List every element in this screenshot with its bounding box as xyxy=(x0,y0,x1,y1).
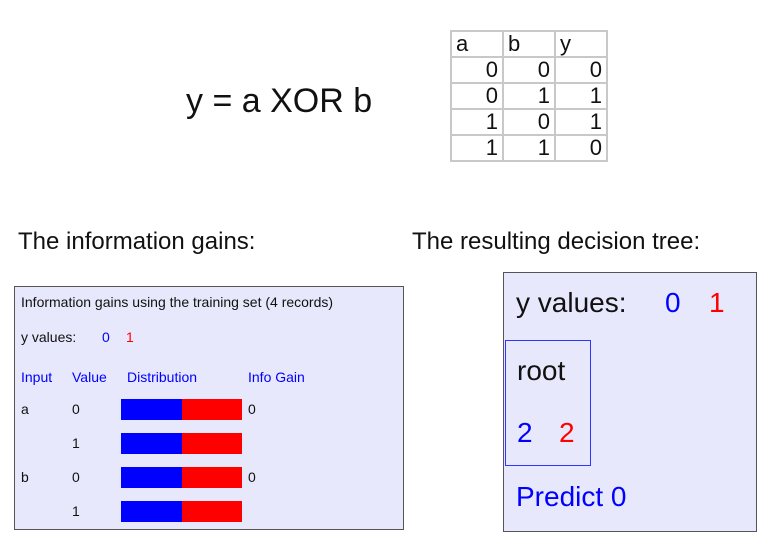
bar-segment-1 xyxy=(181,467,242,488)
root-node[interactable]: root 2 2 xyxy=(505,340,591,466)
col-distribution: Distribution xyxy=(127,369,198,385)
distribution-bar xyxy=(121,433,242,454)
decision-tree-panel: y values: 0 1 root 2 2 Predict 0 xyxy=(503,272,757,532)
cell: 0 xyxy=(502,56,556,84)
bar-segment-0 xyxy=(121,433,182,454)
row-value: 1 xyxy=(72,503,80,519)
cell: 1 xyxy=(554,82,608,110)
cell: 1 xyxy=(502,82,556,110)
root-count-0: 2 xyxy=(517,417,533,448)
info-gains-heading: The information gains: xyxy=(18,228,256,255)
row-input: b xyxy=(21,469,29,485)
bar-segment-0 xyxy=(121,467,182,488)
cell: 1 xyxy=(502,134,556,162)
header-y: y xyxy=(554,30,608,58)
bar-segment-1 xyxy=(181,433,242,454)
header-b: b xyxy=(502,30,556,58)
bar-segment-0 xyxy=(121,501,182,522)
decision-tree-heading: The resulting decision tree: xyxy=(412,228,701,255)
col-info-gain: Info Gain xyxy=(248,369,305,385)
y-value-1: 1 xyxy=(126,329,134,345)
col-value: Value xyxy=(72,369,107,385)
tree-y-value-0: 0 xyxy=(665,287,681,318)
row-value: 1 xyxy=(72,435,80,451)
panel-title: Information gains using the training set… xyxy=(21,294,334,310)
bar-segment-1 xyxy=(181,501,242,522)
row-info-gain: 0 xyxy=(248,469,256,485)
col-input: Input xyxy=(21,369,53,385)
info-gain-panel: Information gains using the training set… xyxy=(14,286,404,530)
y-values-label: y values: xyxy=(21,329,77,345)
cell: 1 xyxy=(450,134,504,162)
row-value: 0 xyxy=(72,469,80,485)
row-value: 0 xyxy=(72,401,80,417)
distribution-bar xyxy=(121,399,242,420)
root-label: root xyxy=(517,355,566,386)
cell: 1 xyxy=(554,108,608,136)
cell: 1 xyxy=(450,108,504,136)
tree-y-values-label: y values: xyxy=(516,287,627,318)
prediction: Predict 0 xyxy=(516,481,627,512)
header-a: a xyxy=(450,30,504,58)
tree-y-value-1: 1 xyxy=(709,287,725,318)
cell: 0 xyxy=(502,108,556,136)
distribution-bar xyxy=(121,501,242,522)
y-value-0: 0 xyxy=(102,329,110,345)
bar-segment-1 xyxy=(181,399,242,420)
row-info-gain: 0 xyxy=(248,401,256,417)
row-input: a xyxy=(21,401,29,417)
cell: 0 xyxy=(450,82,504,110)
bar-segment-0 xyxy=(121,399,182,420)
root-count-1: 2 xyxy=(559,417,575,448)
cell: 0 xyxy=(554,134,608,162)
cell: 0 xyxy=(554,56,608,84)
distribution-bar xyxy=(121,467,242,488)
formula: y = a XOR b xyxy=(186,82,373,120)
cell: 0 xyxy=(450,56,504,84)
